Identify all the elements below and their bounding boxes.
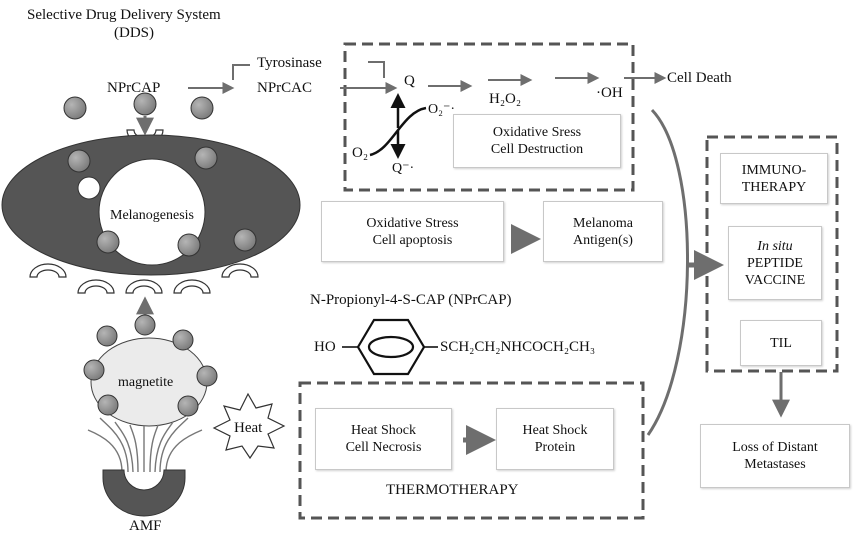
drug-sphere	[177, 233, 201, 257]
drug-sphere	[190, 96, 214, 120]
til-text: TIL	[770, 335, 792, 351]
in-situ-text: In situ	[757, 238, 793, 254]
structure-name: N-Propionyl-4-S-CAP (NPrCAP)	[310, 292, 512, 308]
thermotherapy-dashed-frame	[298, 381, 645, 520]
drug-sphere	[77, 176, 101, 200]
immunotherapy-dashed-frame	[705, 135, 839, 373]
receptor-row	[29, 263, 259, 294]
melanoma-antigen-box: Melanoma Antigen(s)	[543, 201, 663, 262]
oh-label: ·OH	[596, 85, 623, 101]
loss-metastases-box: Loss of Distant Metastases	[700, 424, 850, 488]
structure-ho: HO	[314, 339, 336, 355]
heat-shock-protein-text: Heat Shock Protein	[522, 423, 588, 455]
cell-death-label: Cell Death	[667, 70, 732, 86]
page-title: Selective Drug Delivery System	[27, 7, 221, 23]
drug-sphere	[133, 92, 157, 116]
heat-shock-necrosis-text: Heat Shock Cell Necrosis	[345, 423, 422, 455]
redox-curve	[369, 106, 427, 157]
magnetite-label: magnetite	[118, 375, 174, 390]
drug-sphere	[196, 365, 218, 387]
heat-shock-protein-box: Heat Shock Protein	[496, 408, 614, 470]
drug-sphere	[83, 359, 105, 381]
oxidative-apoptosis-text: Oxidative Stress Cell apoptosis	[366, 215, 459, 248]
drug-sphere	[233, 228, 257, 252]
tyrosinase-label: Tyrosinase	[257, 55, 322, 71]
nprcap-label: NPrCAP	[107, 80, 161, 96]
h2o2-label: H₂O₂	[489, 91, 522, 107]
drug-sphere	[96, 230, 120, 254]
drug-sphere	[177, 395, 199, 417]
curve-to-immunotherapy	[646, 108, 689, 436]
melanosome	[98, 158, 206, 266]
heat-starburst	[212, 392, 286, 460]
amf-magnet	[102, 469, 186, 517]
drug-sphere	[194, 146, 218, 170]
structure-side-chain: SCH₂CH₂NHCOCH₂CH₃	[440, 339, 596, 355]
q-radical-label: Q⁻·	[392, 161, 415, 176]
melanoma-antigen-text: Melanoma Antigen(s)	[573, 215, 633, 248]
til-box: TIL	[740, 320, 822, 366]
drug-sphere	[63, 96, 87, 120]
superoxide-label: O₂⁻·	[428, 102, 456, 117]
oxidative-dashed-frame	[343, 42, 635, 192]
q-label: Q	[404, 73, 415, 89]
thermotherapy-label: THERMOTHERAPY	[386, 482, 519, 498]
nprcac-label: NPrCAC	[257, 80, 313, 96]
drug-sphere	[134, 314, 156, 336]
loss-metastases-text: Loss of Distant Metastases	[732, 440, 818, 472]
drug-sphere	[67, 149, 91, 173]
drug-sphere	[96, 325, 118, 347]
page-title-subtitle: (DDS)	[114, 25, 154, 41]
immunotherapy-text: IMMUNO- THERAPY	[741, 162, 807, 195]
melanogenesis-label: Melanogenesis	[110, 208, 194, 223]
oxidative-apoptosis-box: Oxidative Stress Cell apoptosis	[321, 201, 504, 262]
oxygen-label: O₂	[352, 145, 369, 161]
drug-sphere	[172, 329, 194, 351]
heat-label: Heat	[234, 420, 263, 436]
oxidative-destruction-box: Oxidative Sress Cell Destruction	[453, 114, 621, 168]
amf-label: AMF	[129, 518, 162, 534]
magnetic-field-lines	[87, 417, 203, 473]
heat-shock-necrosis-box: Heat Shock Cell Necrosis	[315, 408, 452, 470]
q-bracket	[368, 61, 385, 78]
peptide-vaccine-box: In situ PEPTIDE VACCINE	[728, 226, 822, 300]
tyrosinase-bracket	[232, 64, 250, 80]
benzene-inner-ring	[367, 335, 415, 359]
drug-sphere	[97, 394, 119, 416]
immunotherapy-box: IMMUNO- THERAPY	[720, 153, 828, 204]
peptide-vaccine-text: PEPTIDE VACCINE	[744, 255, 806, 288]
oxidative-destruction-text: Oxidative Sress Cell Destruction	[490, 125, 584, 157]
